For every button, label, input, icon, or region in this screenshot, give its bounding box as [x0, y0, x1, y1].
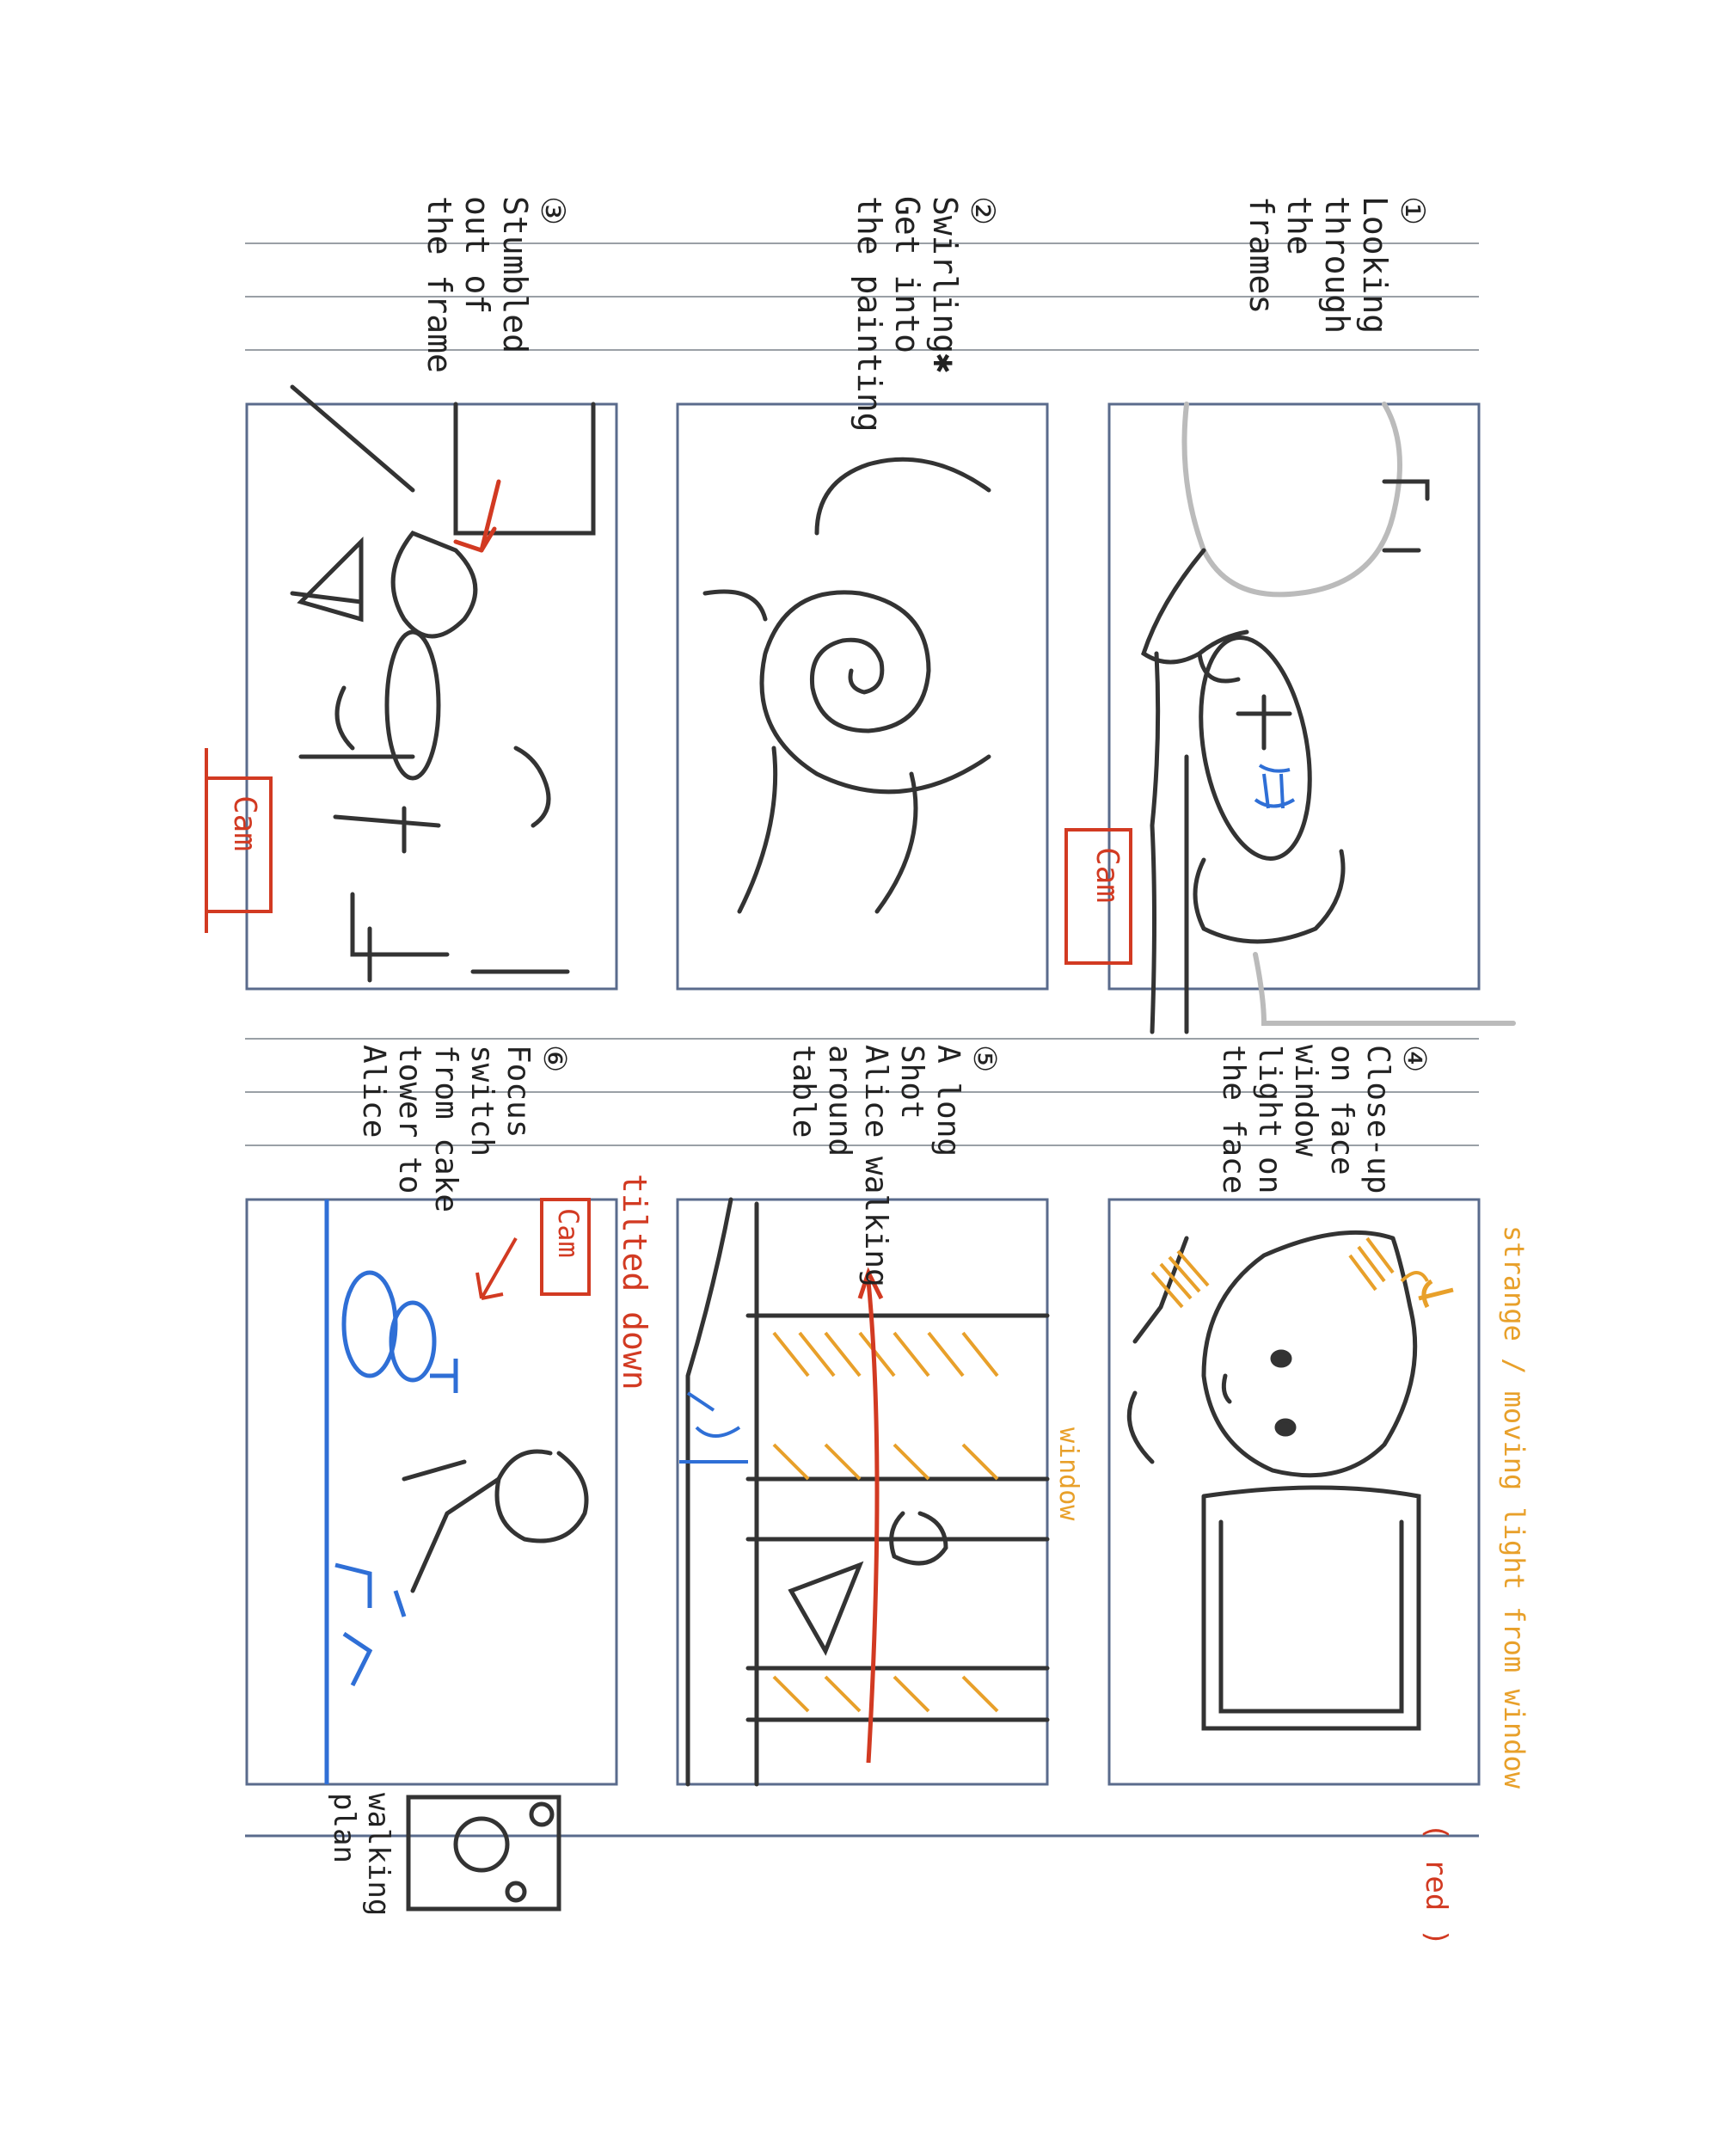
shot-5-line-2: Shot	[894, 1045, 929, 1120]
cam-label-6: Cam	[552, 1208, 585, 1258]
shot-2-line-3: the painting	[850, 196, 888, 433]
shot-6-line-2: switch	[464, 1045, 500, 1157]
panel-3-frame	[245, 402, 618, 991]
strange-light-note: strange / moving light from window	[1498, 1225, 1531, 1789]
shot-5-line-5: table	[786, 1045, 821, 1138]
shot-4-number: ④	[1396, 1045, 1432, 1073]
panel-5-cake	[679, 1391, 748, 1464]
panel-1-cake	[1254, 764, 1296, 809]
panel-5-frame	[676, 1198, 1049, 1786]
panel-6-frame	[245, 1198, 618, 1786]
shot-3-line-2: out of	[458, 196, 496, 315]
shot-2-line-2: Get into	[888, 196, 926, 354]
red-note: ( red )	[1419, 1823, 1453, 1947]
panel-1-sketch	[1141, 402, 1516, 1034]
walking-plan-note: walking plan	[327, 1793, 396, 1916]
shot-4-line-2: on face	[1324, 1045, 1359, 1175]
shot-4-line-5: the face	[1216, 1045, 1251, 1194]
shot-1-line-2: through	[1318, 196, 1356, 334]
shot-3-description: ③ Stumbled out of the frame	[420, 196, 572, 373]
panel-6-cake-tower	[324, 1200, 458, 1784]
panel-4-light-hatch	[1150, 1237, 1429, 1309]
shot-6-number: ⑥	[537, 1045, 572, 1073]
panel-2-frame	[676, 402, 1049, 991]
shot-5-description: ⑤ A long Shot Alice walking around table	[785, 1045, 1002, 1287]
shot-6-line-5: Alice	[356, 1045, 391, 1138]
shot-2-line-1: Swirling✱	[926, 196, 964, 373]
panel-frames	[245, 402, 1481, 1786]
shot-3-line-1: Stumbled	[496, 196, 534, 354]
shot-3-line-3: the frame	[420, 196, 458, 373]
panel-4-frame	[1107, 1198, 1481, 1786]
shot-6-line-1: Focus	[500, 1045, 536, 1138]
shot-2-number: ②	[964, 196, 1002, 226]
shot-5-line-3: Alice walking	[858, 1045, 893, 1287]
shot-5-line-1: A long	[930, 1045, 966, 1157]
shot-4-line-4: light on	[1252, 1045, 1287, 1194]
panel-5-path-arrow	[857, 1267, 884, 1764]
walking-plan-line-2: plan	[327, 1793, 361, 1863]
shot-6-line-3: from cake	[428, 1045, 463, 1213]
panel-3-sketch	[290, 384, 596, 983]
panel-1-cam-marker	[1064, 828, 1132, 965]
shot-4-line-3: window	[1288, 1045, 1323, 1157]
tilted-down-note: tilted down	[616, 1174, 653, 1390]
panel-2-swirl	[702, 457, 991, 914]
shot-1-line-4: frames	[1242, 196, 1280, 315]
walking-plan-line-1: walking	[361, 1793, 396, 1917]
panel-5-window-hatch	[772, 1331, 999, 1713]
shot-4-line-1: Close-up	[1360, 1045, 1396, 1194]
cam-label-3: Cam	[227, 795, 262, 852]
shot-1-line-1: Looking	[1356, 196, 1394, 334]
panel-5-sketch	[685, 1197, 1050, 1787]
shot-5-number: ⑤	[966, 1045, 1002, 1073]
shot-6-line-4: tower to	[392, 1045, 427, 1194]
shot-6-description: ⑥ Focus switch from cake tower to Alice	[355, 1045, 572, 1212]
guide-lines	[245, 242, 1479, 1838]
shot-4-description: ④ Close-up on face window light on the f…	[1215, 1045, 1432, 1194]
shot-3-number: ③	[534, 196, 572, 226]
shot-1-description: ① Looking through the frames	[1242, 196, 1432, 334]
window-note: window	[1053, 1427, 1083, 1521]
light-arrow	[1418, 1279, 1454, 1309]
shot-5-line-4: around	[822, 1045, 857, 1157]
panel-6-sketch	[402, 1449, 589, 1912]
panel-3-cam-marker	[205, 748, 273, 933]
panel-1-frame	[1107, 402, 1481, 991]
cam-label-1: Cam	[1089, 847, 1125, 904]
panel-4-sketch	[1126, 1230, 1421, 1731]
shot-1-number: ①	[1394, 196, 1432, 226]
panel-6-cam-marker	[475, 1198, 591, 1300]
shot-1-line-3: the	[1280, 196, 1318, 255]
shot-2-description: ② Swirling✱ Get into the painting	[850, 196, 1002, 433]
